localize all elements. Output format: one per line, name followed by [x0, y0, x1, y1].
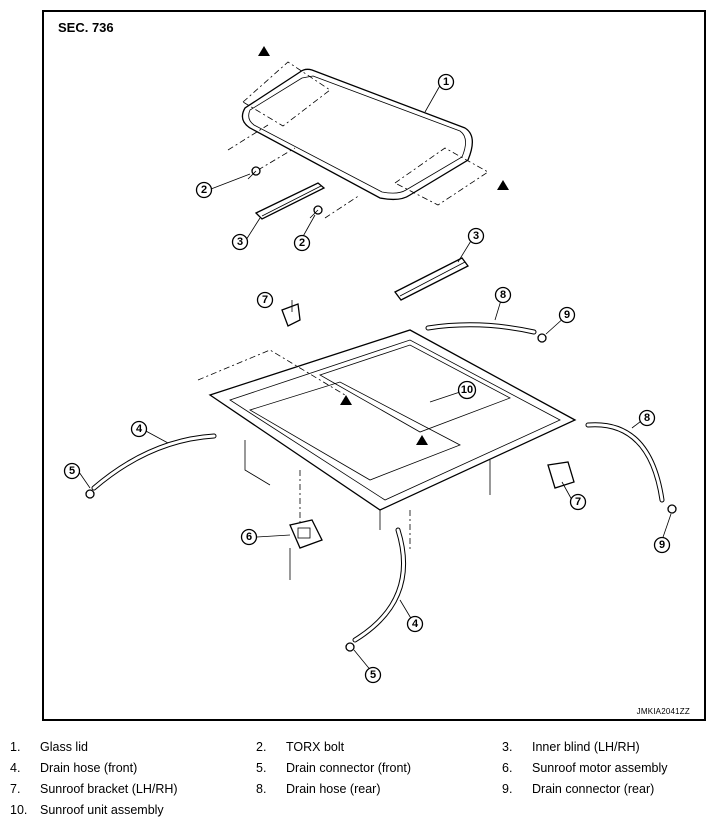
torx-bolt: [309, 205, 323, 219]
svg-text:7: 7: [575, 496, 581, 508]
svg-text:4: 4: [412, 618, 419, 630]
callout-10: 10: [457, 380, 477, 400]
callout-5: 5: [63, 462, 81, 480]
callout-6: 6: [240, 528, 258, 546]
svg-text:6: 6: [246, 531, 252, 543]
sunroof-bracket: [281, 303, 301, 327]
torx-bolt: [247, 166, 261, 180]
section-label: SEC. 736: [58, 20, 114, 35]
svg-text:9: 9: [564, 309, 570, 321]
svg-text:7: 7: [262, 294, 268, 306]
sunroof-motor-assembly: [289, 519, 323, 580]
svg-text:8: 8: [500, 289, 506, 301]
callout-7: 7: [569, 493, 587, 511]
callout-8: 8: [494, 286, 512, 304]
drain-hose-front: [352, 527, 407, 643]
drain-hose-front: [91, 433, 217, 491]
reference-triangle: [497, 180, 509, 190]
callout-7: 7: [256, 291, 274, 309]
svg-text:4: 4: [136, 423, 143, 435]
callout-3: 3: [467, 227, 485, 245]
callout-4: 4: [130, 420, 148, 438]
svg-text:5: 5: [370, 669, 376, 681]
callout-8: 8: [638, 409, 656, 427]
inner-blind: [254, 182, 326, 220]
parts-legend: 1.Glass lid 2.TORX bolt 3.Inner blind (L…: [10, 740, 668, 817]
svg-text:3: 3: [473, 230, 479, 242]
callout-4: 4: [406, 615, 424, 633]
callout-9: 9: [558, 306, 576, 324]
callout-2: 2: [195, 181, 213, 199]
drain-connector: [345, 642, 355, 652]
exploded-view-diagram: 1 2 2 3 3 4 4 5 5 6 7 7 8 8 9 9 10: [63, 46, 677, 684]
callout-2: 2: [293, 234, 311, 252]
image-code: JMKIA2041ZZ: [636, 707, 690, 716]
svg-text:5: 5: [69, 465, 75, 477]
drain-connector: [537, 333, 547, 343]
svg-text:2: 2: [299, 237, 305, 249]
svg-text:1: 1: [443, 76, 449, 88]
diagram-frame: SEC. 736 JMKIA2041ZZ: [42, 10, 706, 721]
svg-text:2: 2: [201, 184, 207, 196]
inner-blind: [394, 257, 469, 301]
drain-connector: [667, 504, 677, 514]
glass-lid: [241, 68, 473, 201]
sunroof-unit-assembly: [197, 329, 577, 550]
callout-5: 5: [364, 666, 382, 684]
svg-text:8: 8: [644, 412, 650, 424]
reference-triangle: [258, 46, 270, 56]
callout-9: 9: [653, 536, 671, 554]
sunroof-bracket: [547, 461, 575, 489]
svg-text:9: 9: [659, 539, 665, 551]
callout-1: 1: [437, 73, 455, 91]
callout-3: 3: [231, 233, 249, 251]
svg-text:10: 10: [461, 384, 473, 396]
drain-connector: [85, 489, 95, 499]
svg-text:3: 3: [237, 236, 243, 248]
